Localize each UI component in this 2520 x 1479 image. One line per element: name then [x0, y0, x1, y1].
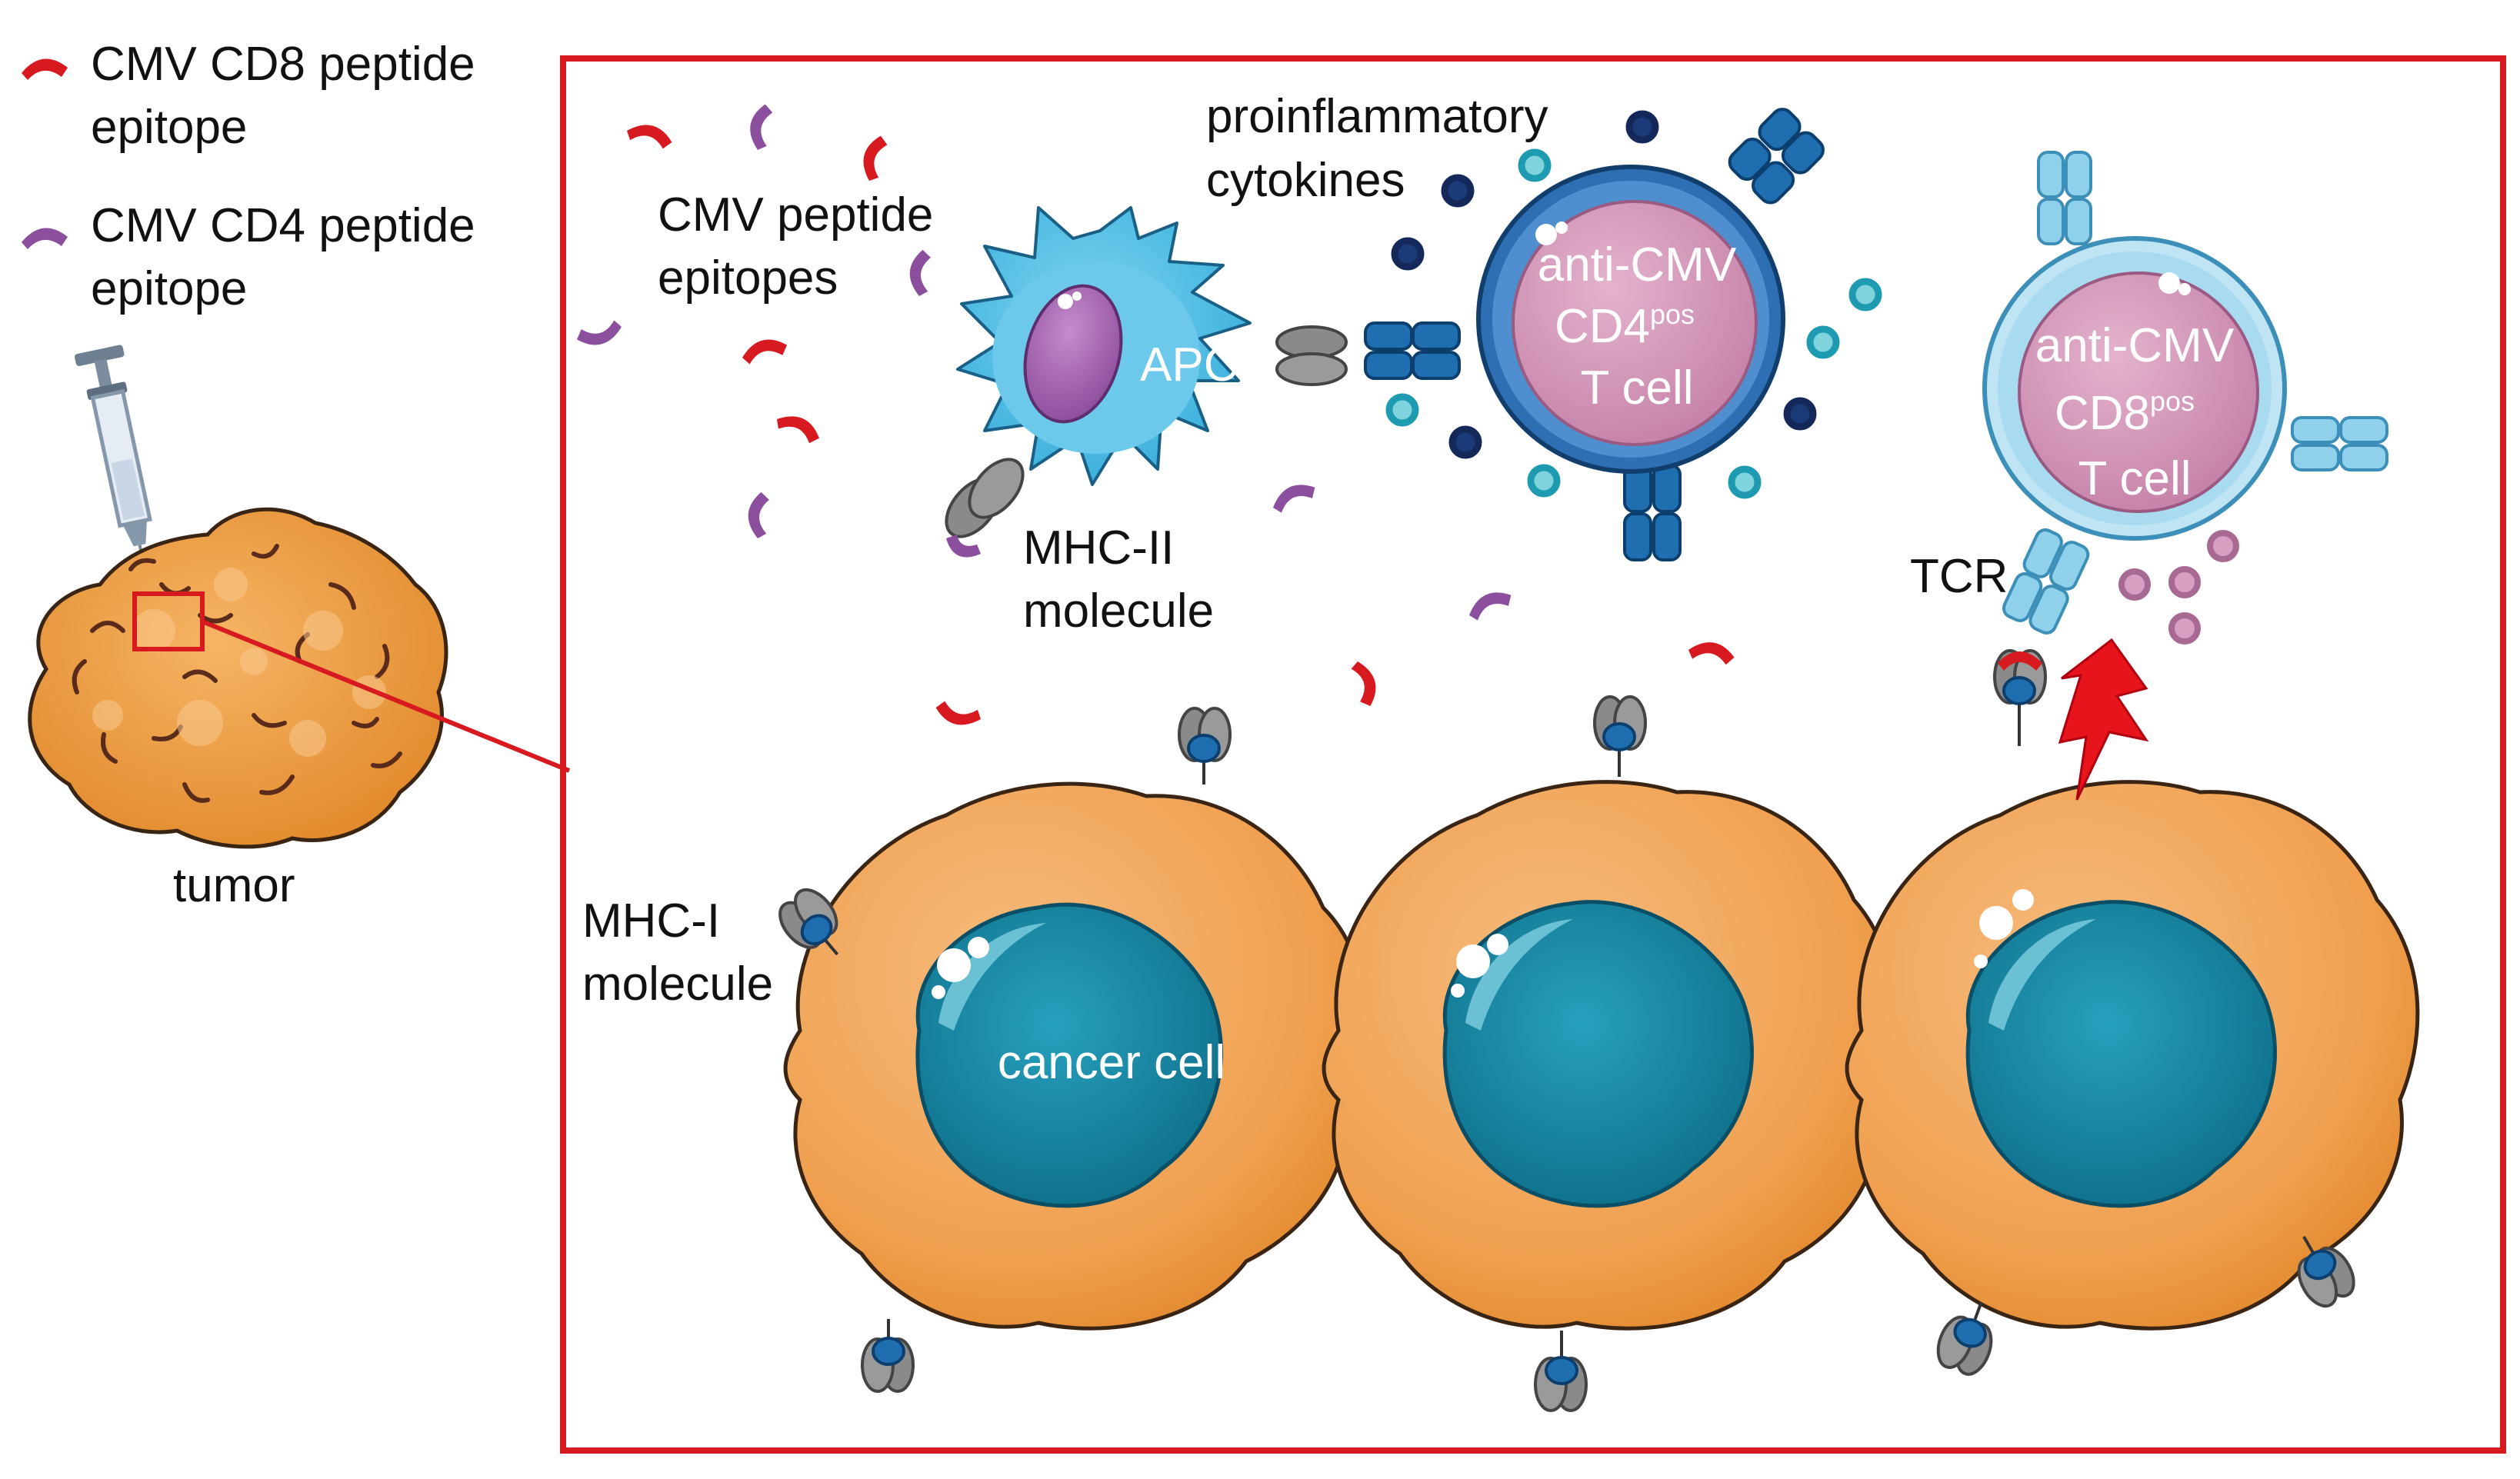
tcr-label: TCR: [1910, 550, 2008, 603]
free-cd4-epitopes: [576, 104, 1512, 621]
cancer-cell-1: cancer cell: [783, 781, 1365, 1331]
cytokines-label-line2: cytokines: [1206, 154, 1405, 207]
cd4-label-line3: T cell: [1580, 361, 1693, 415]
tumor: tumor: [28, 507, 571, 912]
mhc1-bottom-3: [1936, 1301, 1993, 1376]
mhc2-label-line1: MHC-II: [1023, 521, 1174, 575]
syringe-icon: [74, 345, 154, 605]
zoom-connector-line: [201, 619, 571, 773]
cd8-epitope-legend-icon: [22, 58, 68, 80]
zoom-frame: [560, 55, 2506, 1454]
mhc2-bottom: [945, 458, 1025, 558]
lightning-bolt-icon: [2058, 638, 2149, 801]
legend-cd8-line1: CMV CD8 peptide: [91, 38, 475, 91]
legend-cd4-line2: epitope: [91, 262, 247, 315]
cancer-cell-2: [1322, 780, 1897, 1331]
mhc1-bottom-2: [1534, 1331, 1588, 1412]
legend-cd4-line1: CMV CD4 peptide: [91, 199, 475, 252]
cd8-t-cell: anti-CMV CD8pos T cell: [1982, 151, 2388, 635]
mhc1-label-line1: MHC-I: [582, 894, 720, 948]
mhc1-bottom-1: [861, 1319, 915, 1393]
mhc1-top-1: [1178, 707, 1232, 784]
cytotoxic-granules: [2118, 530, 2239, 645]
cd4-t-cell: anti-CMV CD4pos T cell: [1476, 108, 1825, 561]
mhc2-label-line2: molecule: [1023, 585, 1214, 638]
peptides-label-line2: epitopes: [658, 251, 838, 305]
mhc1-label-line2: molecule: [582, 958, 773, 1011]
mhc1-molecules: [778, 649, 2355, 1412]
cd8-label-line2: CD8pos: [2055, 385, 2195, 440]
cytokines-label-line1: proinflammatory: [1206, 90, 1548, 143]
peptides-label-line1: CMV peptide: [658, 188, 933, 242]
cancer-cell-label: cancer cell: [998, 1036, 1225, 1089]
mhc1-bottom-4: [2297, 1236, 2355, 1308]
legend: CMV CD8 peptide epitope CMV CD4 peptide …: [22, 38, 475, 315]
mhc1-engaged: [1993, 649, 2047, 746]
mhc2-tcr-contact: [1275, 321, 1461, 386]
mhc1-top-2: [1593, 695, 1647, 777]
cd4-label-line2: CD4pos: [1555, 298, 1695, 353]
legend-cd8-line2: epitope: [91, 101, 247, 154]
cd8-label-line1: anti-CMV: [2035, 319, 2235, 372]
cd8-label-line3: T cell: [2078, 452, 2191, 505]
apc-nucleus: [1023, 284, 1123, 424]
cytokines: [1385, 110, 1882, 499]
cancer-cell-3: [1845, 780, 2420, 1331]
free-cd8-epitopes: [627, 125, 1735, 725]
apc-cell: APC: [956, 206, 1252, 486]
cd4-epitope-legend-icon: [22, 228, 68, 249]
apc-label: APC: [1140, 338, 1238, 391]
mhc1-left: [778, 888, 839, 956]
tumor-label: tumor: [173, 859, 295, 912]
cd4-label-line1: anti-CMV: [1538, 238, 1737, 291]
